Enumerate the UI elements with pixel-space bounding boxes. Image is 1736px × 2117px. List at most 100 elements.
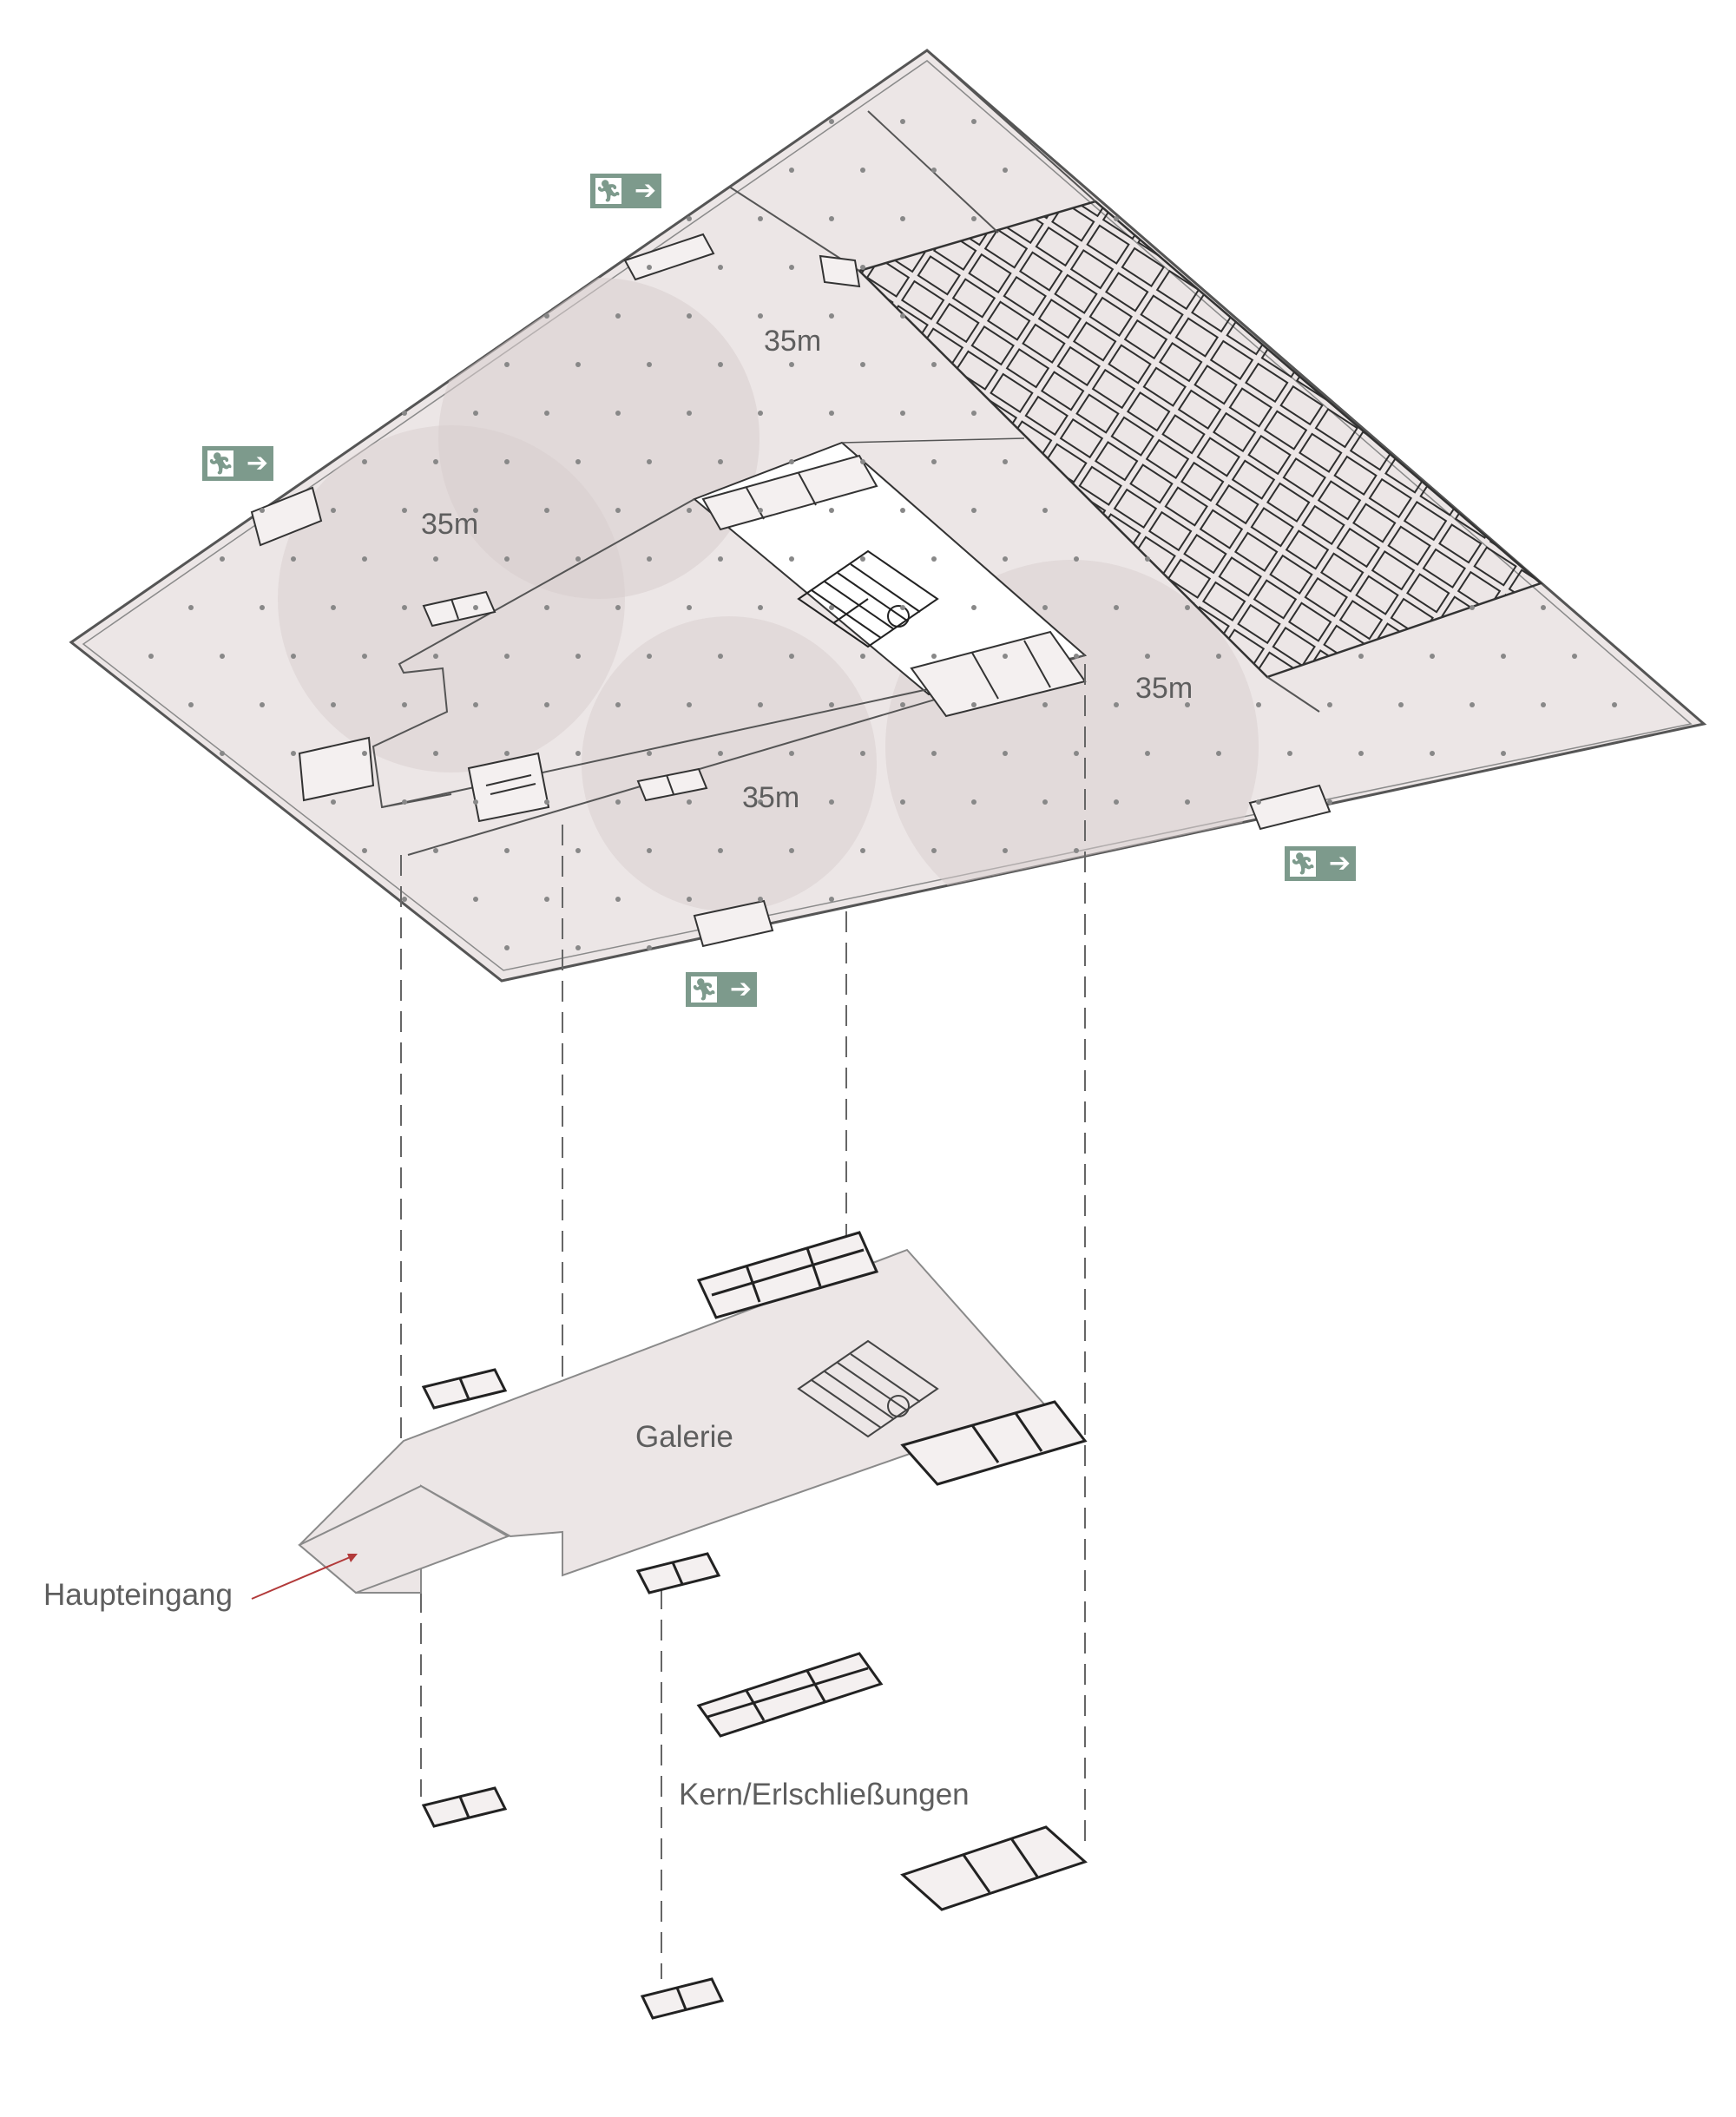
upper-core-small-3 [467,752,550,823]
column-dot [1003,751,1008,756]
column-dot [789,848,794,853]
column-dot [860,848,865,853]
column-dot [504,654,510,659]
column-dot [575,362,581,367]
column-dot [402,508,407,513]
distance-label-left: 35m [421,508,479,541]
column-dot [758,799,763,805]
column-dot [687,702,692,707]
column-dot [758,702,763,707]
haupteingang-label: Haupteingang [43,1578,233,1612]
emergency-exit-icon: 🏃︎ [1289,851,1317,877]
column-dot [971,605,976,610]
column-dot [188,702,194,707]
column-dot [931,751,937,756]
column-dot [615,702,621,707]
column-dot [1430,751,1435,756]
core-lower-right [900,1400,1088,1486]
arrow-right-icon: ➔ [1328,848,1351,878]
column-dot [473,411,478,416]
column-dot [900,702,905,707]
column-dot [615,313,621,319]
column-dot [687,605,692,610]
column-dot [1145,751,1150,756]
column-dot [829,508,834,513]
column-dot [687,216,692,221]
column-dot [402,411,407,416]
column-dot [544,897,549,902]
column-dot [544,508,549,513]
column-dot [789,362,794,367]
column-dot [220,654,225,659]
column-dot [829,605,834,610]
column-dot [758,411,763,416]
column-dot [260,702,265,707]
galerie-outline [372,498,695,809]
column-dot [1216,654,1221,659]
column-dot [1327,702,1332,707]
column-dot [647,945,652,950]
exit-sign-bottom: 🏃︎ ➔ [686,972,757,1007]
parking-grid [857,200,1543,679]
column-dot [402,605,407,610]
column-dot [860,265,865,270]
column-dot [829,897,834,902]
column-dot [829,702,834,707]
column-dot [1114,216,1119,221]
column-dot [291,556,296,562]
column-dot [647,654,652,659]
column-dot [1501,751,1506,756]
column-dot [647,848,652,853]
column-dot [402,799,407,805]
column-dot [971,411,976,416]
column-dot [789,556,794,562]
radius-circle-bottom [582,616,877,911]
column-grid-dots [148,119,1617,950]
column-dot [931,556,937,562]
column-dot [260,508,265,513]
column-dot [1501,654,1506,659]
column-dot [575,459,581,464]
column-dot [718,556,723,562]
upper-floor-plate [69,49,1707,983]
column-dot [402,897,407,902]
core-small-b [635,1552,721,1594]
emergency-exit-icon: 🏃︎ [595,178,622,204]
core-top-right [696,1231,879,1319]
column-dot [1074,556,1079,562]
column-dot [900,605,905,610]
column-dot [971,702,976,707]
column-dot [615,411,621,416]
column-dot [860,168,865,173]
column-dot [433,654,438,659]
column-dot [687,897,692,902]
column-dot [900,119,905,124]
column-dot [575,945,581,950]
column-dot [362,848,367,853]
column-dot [1358,654,1364,659]
column-dot [758,605,763,610]
column-dot [647,265,652,270]
column-dot [860,654,865,659]
column-dot [291,751,296,756]
column-dot [1185,799,1190,805]
column-dot [687,313,692,319]
column-dot [900,216,905,221]
grid-divider [926,49,1096,202]
column-dot [931,168,937,173]
column-dot [1256,702,1261,707]
column-dot [1256,799,1261,805]
column-dot [718,459,723,464]
column-dot [1114,605,1119,610]
column-dot [1003,459,1008,464]
column-dot [615,605,621,610]
column-dot [362,751,367,756]
column-dot [575,556,581,562]
arrow-right-icon: ➔ [634,175,656,206]
void-edge [841,437,1025,444]
column-dot [1287,751,1292,756]
radius-circle-top [438,278,760,599]
column-dot [331,702,336,707]
column-dot [1145,556,1150,562]
column-dot [829,411,834,416]
